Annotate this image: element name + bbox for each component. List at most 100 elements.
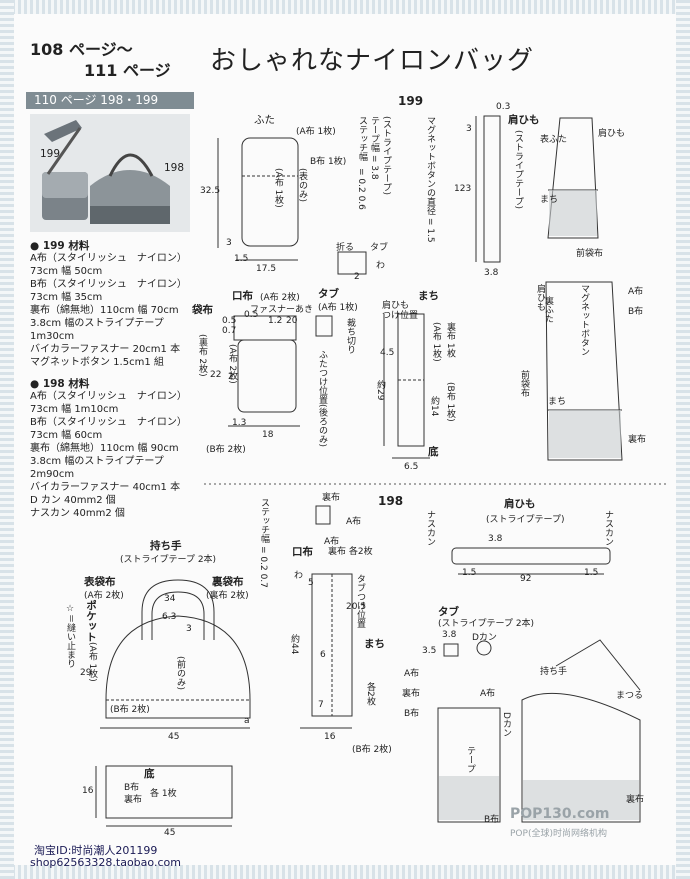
198-dim-34: 34	[164, 594, 176, 604]
illus2-strap: 肩ひも	[535, 284, 545, 311]
dim-1-3: 1.3	[232, 418, 247, 428]
198-gusset-count: 各2枚	[365, 682, 375, 706]
illus-gusset: まち	[540, 195, 559, 205]
illus2-b-fabric: B布	[628, 307, 644, 317]
198-mouth-count: 裏布 各2枚	[328, 547, 373, 557]
illus-front-body: 前袋布	[576, 249, 604, 259]
bag-198-illustration-1	[437, 707, 501, 823]
198-illus-d-ring: Dカン	[501, 712, 511, 737]
shoulder-strap-198-piece	[451, 547, 611, 565]
gusset-strap-pos: つけ位置	[382, 311, 419, 321]
tab-dim-2: 2	[354, 272, 360, 282]
materials-198-line-9: ナスカン 40mm2 個	[30, 508, 125, 519]
198-illus-tape: テープ	[465, 746, 475, 773]
materials-198-line-8: D カン 40mm2 個	[30, 495, 116, 506]
flap-a-count: (A布 1枚)	[296, 127, 336, 137]
photo-label-198: 198	[164, 162, 185, 174]
stitch-width-values: = 0.2 0.6	[356, 168, 366, 210]
dim-0-5-a: 0.5	[244, 310, 259, 320]
bag-body-198-piece	[105, 615, 251, 719]
decorative-border-left	[0, 0, 14, 879]
bag-198-illustration-2	[521, 692, 641, 823]
198-mouth-a: A布	[324, 537, 340, 547]
198-bottom-dim-45: 45	[164, 828, 176, 838]
gusset-dim-29: 約29	[375, 380, 385, 401]
198-dim-6: 6	[320, 650, 326, 660]
stitch-stop-note: ☆＝縫い止まり	[65, 604, 75, 669]
198-illus-lining: 裏布	[626, 795, 645, 805]
bag-body-piece	[237, 339, 297, 413]
handle-sub: (ストライプテープ 2本)	[120, 555, 217, 565]
gusset-dim-14: 約14	[429, 396, 439, 417]
mouth-fabric-count: (A布 2枚)	[260, 293, 300, 303]
illus2-front-body: 前袋布	[519, 370, 529, 397]
198-bottom-b: B布	[124, 783, 140, 793]
materials-198-heading: ● 198 材料	[30, 378, 90, 390]
198-dim-7: 7	[318, 700, 324, 710]
materials-198-line-0: A布（スタイリッシュ ナイロン）	[30, 391, 187, 402]
materials-199-line-6: 1m30cm	[30, 331, 75, 342]
198-stitch-values: = 0.2 0.7	[258, 546, 268, 588]
198-strap-dim-1-5-left: 1.5	[462, 568, 477, 578]
inner-body-title: 裏袋布	[212, 576, 244, 588]
tab-count: (A布 1枚)	[318, 303, 358, 313]
magnet-diameter-note: マグネットボタンの直径 = 1.5	[425, 116, 435, 243]
198-dim-45: 45	[168, 732, 180, 742]
flap-dim-3: 3	[226, 238, 232, 248]
gusset-strap: 肩ひも	[382, 301, 410, 311]
materials-199-line-0: A布（スタイリッシュ ナイロン）	[30, 253, 187, 264]
198-illus-b-fabric: B布	[484, 815, 500, 825]
decorative-border-top	[0, 0, 690, 14]
gusset-b-count: (B布 1枚)	[445, 382, 455, 422]
bag-body-title: 袋布	[192, 304, 213, 316]
bottom-piece	[105, 765, 233, 819]
shoulder-strap-title: 肩ひも	[508, 114, 540, 126]
198-dim-20-5: 20.5	[346, 602, 367, 612]
198-tab-title: タブ	[438, 606, 459, 618]
materials-199-line-2: B布（スタイリッシュ ナイロン）	[30, 279, 187, 290]
198-gusset-a: A布	[404, 669, 420, 679]
fold-wa-label: わ	[376, 261, 386, 271]
198-illus-a-fabric: A布	[480, 689, 496, 699]
dim-0-5-b: 0.5	[222, 316, 237, 326]
198-dim-5: 5	[308, 578, 314, 588]
decorative-border-bottom	[0, 865, 690, 879]
shoulder-strap-sub: (ストライプテープ)	[513, 130, 523, 210]
gusset-lining-count: 裏布 1枚	[445, 322, 455, 358]
198-bottom-lining: 裏布	[124, 795, 143, 805]
materials-199-line-4: 裏布（綿無地）110cm 幅 70cm	[30, 305, 179, 316]
flap-lining-count: (A布 1枚)	[273, 168, 283, 208]
illus2-lining: 裏布	[628, 435, 647, 445]
gusset-dim-4-5: 4.5	[380, 348, 395, 358]
gusset-a-count: (A布 1枚)	[431, 322, 441, 362]
198-a-fabric: A布	[346, 517, 362, 527]
dim-22: 22	[210, 370, 222, 380]
body-a-count: (A布 2枚)	[227, 344, 237, 384]
handle-outline	[141, 579, 215, 640]
tab-title: タブ	[318, 288, 339, 300]
198-illus-slipstitch: まつる	[616, 691, 644, 701]
198-illus-handle: 持ち手	[540, 667, 568, 677]
flap-title: ふた	[254, 114, 275, 126]
page-title: おしゃれなナイロンバッグ	[210, 46, 535, 76]
materials-199-line-1: 73cm 幅 50cm	[30, 266, 103, 277]
mouth-fabric-title: 口布	[232, 290, 253, 302]
dim-18: 18	[262, 430, 274, 440]
198-dim-16: 16	[324, 732, 336, 742]
flap-dim-32-5: 32.5	[200, 186, 221, 196]
strap-dim-3-8: 3.8	[484, 268, 499, 278]
198-bottom-dim-16: 16	[82, 786, 94, 796]
198-strap-dim-92: 92	[520, 574, 532, 584]
198-b-count: (B布 2枚)	[352, 745, 392, 755]
198-stitch-width: ステッチ幅	[259, 498, 269, 543]
materials-199-line-8: マグネットボタン 1.5cm1 組	[30, 357, 164, 368]
page-range-end: 111 ページ	[84, 61, 171, 80]
materials-199-line-5: 3.8cm 幅のストライプテープ	[30, 318, 164, 329]
198-dim-3: 3	[186, 624, 192, 634]
198-gusset-b: B布	[404, 709, 420, 719]
stripe-tape-note: (ストライプテープ)	[381, 116, 391, 196]
dim-1-2: 1.2	[268, 316, 283, 326]
bag-photo	[30, 114, 190, 232]
198-gusset-title: まち	[364, 638, 385, 650]
